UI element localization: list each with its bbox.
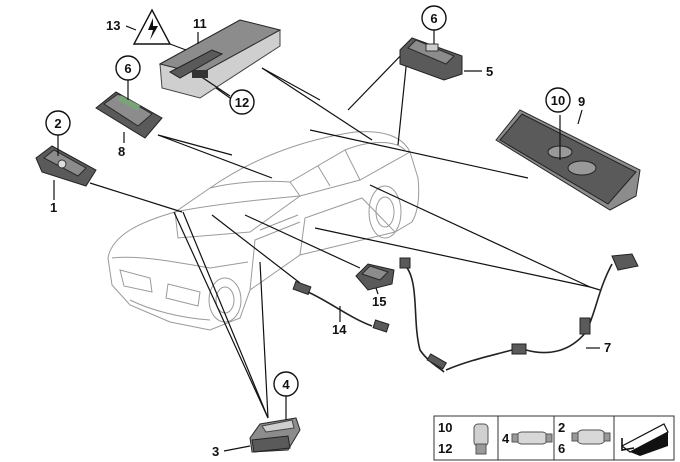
bulb-legend: 10 12 4 2 6	[433, 415, 675, 461]
high-voltage-warning-icon	[132, 8, 187, 51]
festoon-bulb-short-icon	[571, 429, 611, 445]
footwell-lamp-1	[35, 145, 97, 187]
lamp-15	[355, 263, 395, 291]
callout-8: 8	[118, 144, 125, 159]
legend-6: 6	[558, 441, 565, 456]
callout-13: 13	[106, 18, 120, 33]
callout-9: 9	[578, 94, 585, 109]
callout-11: 11	[193, 16, 207, 31]
roof-function-center	[158, 19, 282, 99]
legend-10: 10	[438, 420, 452, 435]
legend-4: 4	[502, 431, 510, 446]
callout-5: 5	[486, 64, 493, 79]
luggage-light-3	[249, 417, 301, 453]
callout-6b: 6	[430, 11, 437, 26]
callout-15: 15	[372, 294, 386, 309]
callouts: 13 11 12 6 8 2 1 6 5 10 9 15 14 7 4	[45, 5, 611, 459]
callout-12: 12	[235, 95, 249, 110]
next-page-arrow-icon[interactable]	[620, 423, 669, 456]
wedge-bulb-icon	[473, 423, 489, 455]
callout-7: 7	[604, 340, 611, 355]
callout-10: 10	[551, 93, 565, 108]
festoon-bulb-long-icon	[511, 431, 553, 445]
legend-12: 12	[438, 441, 452, 456]
callout-14: 14	[332, 322, 347, 337]
callout-2: 2	[54, 116, 61, 131]
callout-6a: 6	[124, 61, 131, 76]
small-lamp-5	[399, 37, 463, 81]
callout-3: 3	[212, 444, 219, 459]
wiring-harness-7	[399, 253, 639, 373]
leader-lines	[89, 47, 601, 419]
legend-2: 2	[558, 420, 565, 435]
callout-1: 1	[50, 200, 57, 215]
callout-4: 4	[282, 377, 290, 392]
interior-light-8	[95, 91, 163, 139]
rear-interior-light-9	[495, 109, 641, 211]
